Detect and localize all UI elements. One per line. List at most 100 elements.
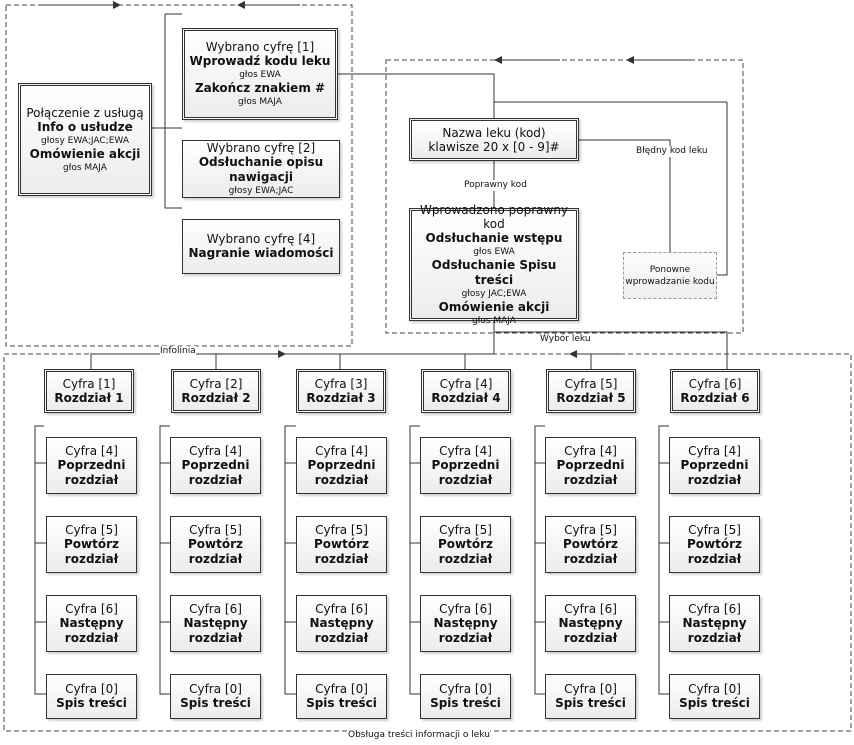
connect-title: Połączenie z usługą — [26, 105, 144, 120]
option-label-2: rozdział — [438, 472, 493, 487]
option-label: Spis treści — [679, 696, 750, 710]
connect-voices: głosy EWA;JAC;EWA — [41, 135, 129, 146]
option-label: Następny — [682, 615, 747, 630]
option-digit: Cyfra [0] — [439, 682, 492, 696]
option-label: Poprzedni — [680, 457, 749, 472]
digit2-box: Wybrano cyfrę [2] Odsłuchanie opisu nawi… — [182, 140, 340, 198]
option-label: Poprzedni — [181, 457, 250, 472]
option-digit: Cyfra [4] — [439, 443, 492, 458]
option-digit: Cyfra [6] — [65, 601, 118, 616]
chapter-name: Rozdział 4 — [431, 390, 501, 405]
option-label-2: rozdział — [687, 472, 742, 487]
option-digit: Cyfra [5] — [315, 522, 368, 537]
drug-select-region — [385, 59, 744, 334]
correct-code-voice-ewa: głos EWA — [473, 246, 515, 257]
wrong-code-label: Błędny kod leku — [636, 146, 708, 157]
content-handling-label: Obsługa treści informacji o leku — [348, 730, 490, 741]
option-label-2: rozdział — [314, 472, 369, 487]
option-label-2: rozdział — [687, 551, 742, 566]
chapter-5-option-4: Cyfra [0]Spis treści — [545, 674, 636, 719]
connect-info: Info o usłudze — [37, 119, 133, 134]
option-label: Poprzedni — [556, 457, 625, 472]
option-label: Powtórz — [562, 536, 618, 551]
option-label: Powtórz — [686, 536, 742, 551]
option-digit: Cyfra [0] — [65, 682, 118, 696]
correct-code-intro: Odsłuchanie wstępu — [425, 230, 563, 245]
option-label: Powtórz — [437, 536, 493, 551]
option-label: Spis treści — [56, 696, 127, 710]
option-digit: Cyfra [0] — [688, 682, 741, 696]
digit4-record: Nagranie wiadomości — [188, 246, 334, 260]
option-label-2: rozdział — [438, 551, 493, 566]
option-label: Powtórz — [313, 536, 369, 551]
option-label-2: rozdział — [438, 630, 493, 645]
option-digit: Cyfra [4] — [315, 443, 368, 458]
option-digit: Cyfra [4] — [688, 443, 741, 458]
chapter-digit: Cyfra [3] — [314, 376, 368, 391]
option-digit: Cyfra [6] — [564, 601, 617, 616]
content-region — [3, 353, 852, 732]
chapter-4-box: Cyfra [4]Rozdział 4 — [421, 369, 511, 413]
digit1-title: Wybrano cyfrę [1] — [205, 40, 315, 54]
option-digit: Cyfra [5] — [564, 522, 617, 537]
digit1-end-hash: Zakończ znakiem # — [194, 81, 326, 95]
chapter-digit: Cyfra [2] — [189, 376, 243, 391]
digit1-voice-maja: głos MAJA — [238, 97, 282, 107]
option-label: Poprzedni — [57, 457, 126, 472]
chapter-name: Rozdział 5 — [556, 390, 626, 405]
chapter-name: Rozdział 3 — [306, 390, 376, 405]
option-digit: Cyfra [4] — [189, 443, 242, 458]
option-digit: Cyfra [0] — [315, 682, 368, 696]
option-digit: Cyfra [6] — [189, 601, 242, 616]
chapter-4-option-4: Cyfra [0]Spis treści — [420, 674, 511, 719]
connect-service-box: Połączenie z usługą Info o usłudze głosy… — [18, 83, 152, 196]
digit4-title: Wybrano cyfrę [4] — [206, 232, 316, 246]
chapter-name: Rozdział 1 — [54, 390, 124, 405]
option-label: Następny — [183, 615, 248, 630]
option-label: Powtórz — [187, 536, 243, 551]
correct-code-actions: Omówienie akcji — [438, 299, 550, 314]
option-label: Następny — [309, 615, 374, 630]
option-label: Spis treści — [555, 696, 626, 710]
digit1-enter-code: Wprowadź kodu leku — [189, 54, 331, 68]
chapter-2-box: Cyfra [2]Rozdział 2 — [171, 369, 261, 413]
option-label: Spis treści — [180, 696, 251, 710]
correct-code-toc: Odsłuchanie Spisu treści — [431, 257, 557, 287]
connect-actions: Omówienie akcji — [29, 146, 141, 161]
digit2-voices: głosy EWA;JAC — [228, 186, 294, 196]
chapter-3-option-4: Cyfra [0]Spis treści — [296, 674, 387, 719]
option-label: Spis treści — [430, 696, 501, 710]
chapter-1-box: Cyfra [1]Rozdział 1 — [44, 369, 134, 413]
chapter-name: Rozdział 2 — [181, 390, 251, 405]
drug-name-title: Nazwa leku (kod) — [442, 125, 546, 140]
digit4-box: Wybrano cyfrę [4] Nagranie wiadomości — [182, 219, 340, 274]
chapter-6-option-4: Cyfra [0]Spis treści — [669, 674, 760, 719]
option-label-2: rozdział — [314, 630, 369, 645]
option-label-2: rozdział — [687, 630, 742, 645]
option-label-2: rozdział — [64, 472, 119, 487]
chapter-digit: Cyfra [1] — [62, 376, 116, 391]
option-digit: Cyfra [6] — [439, 601, 492, 616]
infolinia-label: Infolinia — [160, 346, 196, 357]
chapter-2-option-4: Cyfra [0]Spis treści — [170, 674, 261, 719]
option-digit: Cyfra [5] — [65, 522, 118, 537]
chapter-5-box: Cyfra [5]Rozdział 5 — [546, 369, 636, 413]
option-label: Następny — [433, 615, 498, 630]
option-label-2: rozdział — [64, 630, 119, 645]
chapter-1-option-4: Cyfra [0]Spis treści — [46, 674, 137, 719]
